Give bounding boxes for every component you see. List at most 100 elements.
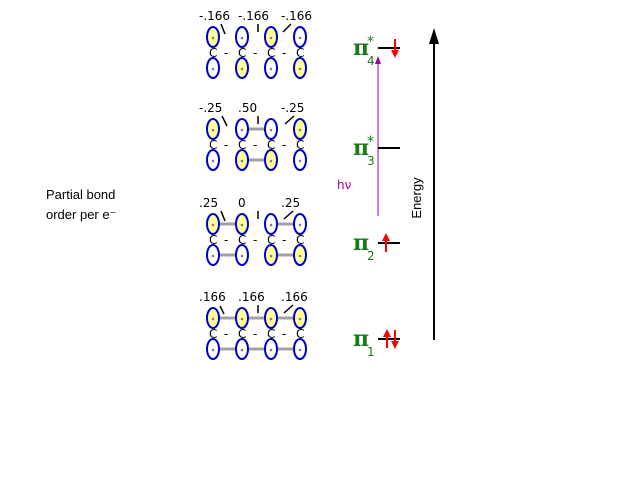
bond-order-pointer bbox=[283, 210, 294, 220]
bond-order-label: .166 bbox=[238, 290, 265, 304]
lobe-center-dot bbox=[269, 348, 273, 352]
lobe-center-dot bbox=[211, 159, 215, 163]
lobe-center-dot bbox=[298, 159, 302, 163]
bond-order-label: -.25 bbox=[281, 101, 304, 115]
lobe-center-dot bbox=[269, 317, 273, 321]
orbital-subscript: 4 bbox=[367, 54, 375, 68]
chain-bond-dash: - bbox=[224, 138, 228, 152]
chain-bond-dash: - bbox=[253, 327, 257, 341]
bond-order-label: -.166 bbox=[281, 9, 312, 23]
carbon-atom-label: C bbox=[238, 233, 246, 247]
bond-order-label: .166 bbox=[199, 290, 226, 304]
carbon-atom-label: C bbox=[238, 327, 246, 341]
bond-order-pointer bbox=[220, 23, 226, 35]
orbital-symbol: π bbox=[353, 135, 369, 161]
bond-order-label: 0 bbox=[238, 196, 246, 210]
lobe-center-dot bbox=[211, 223, 215, 227]
lobe-center-dot bbox=[211, 36, 215, 40]
energy-axis-label: Energy bbox=[409, 177, 424, 219]
lobe-center-dot bbox=[240, 67, 244, 71]
carbon-atom-label: C bbox=[209, 138, 217, 152]
carbon-atom-label: C bbox=[238, 138, 246, 152]
orbital-superscript: * bbox=[367, 134, 374, 150]
lobe-center-dot bbox=[240, 36, 244, 40]
orbital-symbol: π bbox=[353, 230, 369, 256]
bond-order-label: .25 bbox=[199, 196, 218, 210]
chain-bond-dash: - bbox=[224, 233, 228, 247]
lobe-center-dot bbox=[211, 348, 215, 352]
carbon-atom-label: C bbox=[267, 327, 275, 341]
orbital-symbol: π bbox=[353, 35, 369, 61]
bond-order-pointer bbox=[284, 115, 295, 125]
lobe-center-dot bbox=[269, 254, 273, 258]
carbon-atom-label: C bbox=[267, 46, 275, 60]
carbon-atom-label: C bbox=[238, 46, 246, 60]
lobe-center-dot bbox=[211, 254, 215, 258]
bond-order-label: .166 bbox=[281, 290, 308, 304]
lobe-center-dot bbox=[269, 128, 273, 132]
carbon-atom-label: C bbox=[267, 138, 275, 152]
photon-label: hν bbox=[337, 178, 352, 192]
electron-spin-up-arrowhead bbox=[382, 233, 390, 241]
orbital-subscript: 3 bbox=[367, 154, 375, 168]
carbon-atom-label: C bbox=[296, 327, 304, 341]
bond-order-pointer bbox=[219, 305, 225, 315]
carbon-atom-label: C bbox=[209, 233, 217, 247]
lobe-center-dot bbox=[298, 128, 302, 132]
lobe-center-dot bbox=[211, 67, 215, 71]
lobe-center-dot bbox=[298, 67, 302, 71]
electron-spin-down-arrowhead bbox=[391, 341, 399, 349]
lobe-center-dot bbox=[269, 223, 273, 227]
orbital-superscript: * bbox=[367, 34, 374, 50]
lobe-center-dot bbox=[298, 317, 302, 321]
lobe-center-dot bbox=[240, 317, 244, 321]
lobe-center-dot bbox=[211, 128, 215, 132]
side-label-line-2: order per e⁻ bbox=[46, 207, 116, 222]
lobe-center-dot bbox=[269, 159, 273, 163]
lobe-center-dot bbox=[298, 223, 302, 227]
chain-bond-dash: - bbox=[253, 46, 257, 60]
bond-order-pointer bbox=[221, 115, 228, 127]
bond-order-label: .25 bbox=[281, 196, 300, 210]
lobe-center-dot bbox=[240, 128, 244, 132]
lobe-center-dot bbox=[240, 159, 244, 163]
lobe-center-dot bbox=[298, 254, 302, 258]
bond-order-pointer bbox=[220, 210, 226, 222]
energy-level-pi3: π3 * bbox=[353, 134, 400, 168]
lobe-center-dot bbox=[240, 254, 244, 258]
bond-order-label: -.166 bbox=[238, 9, 269, 23]
mo-row-pi3: -.25.50-.25C-C-C-C bbox=[199, 101, 307, 171]
energy-axis-arrowhead bbox=[429, 28, 439, 44]
chain-bond-dash: - bbox=[253, 138, 257, 152]
carbon-atom-label: C bbox=[296, 233, 304, 247]
lobe-center-dot bbox=[269, 36, 273, 40]
bond-order-label: -.166 bbox=[199, 9, 230, 23]
chain-bond-dash: - bbox=[224, 327, 228, 341]
chain-bond-dash: - bbox=[282, 138, 286, 152]
orbital-symbol: π bbox=[353, 326, 369, 352]
carbon-atom-label: C bbox=[209, 46, 217, 60]
energy-level-pi4: π4 * bbox=[353, 34, 400, 68]
chain-bond-dash: - bbox=[282, 327, 286, 341]
side-label-line-1: Partial bond bbox=[46, 187, 115, 202]
bond-order-label: .50 bbox=[238, 101, 257, 115]
lobe-center-dot bbox=[240, 223, 244, 227]
energy-level-pi2: π2 bbox=[353, 230, 400, 263]
photon-arrowhead bbox=[375, 56, 381, 64]
chain-bond-dash: - bbox=[282, 46, 286, 60]
orbital-subscript: 1 bbox=[367, 345, 375, 359]
chain-bond-dash: - bbox=[282, 233, 286, 247]
carbon-atom-label: C bbox=[296, 46, 304, 60]
chain-bond-dash: - bbox=[253, 233, 257, 247]
lobe-center-dot bbox=[211, 317, 215, 321]
carbon-atom-label: C bbox=[267, 233, 275, 247]
lobe-center-dot bbox=[298, 36, 302, 40]
chain-bond-dash: - bbox=[224, 46, 228, 60]
electron-spin-up-arrowhead bbox=[383, 329, 391, 337]
bond-order-label: -.25 bbox=[199, 101, 222, 115]
orbital-subscript: 2 bbox=[367, 249, 375, 263]
bond-order-pointer bbox=[282, 23, 292, 33]
